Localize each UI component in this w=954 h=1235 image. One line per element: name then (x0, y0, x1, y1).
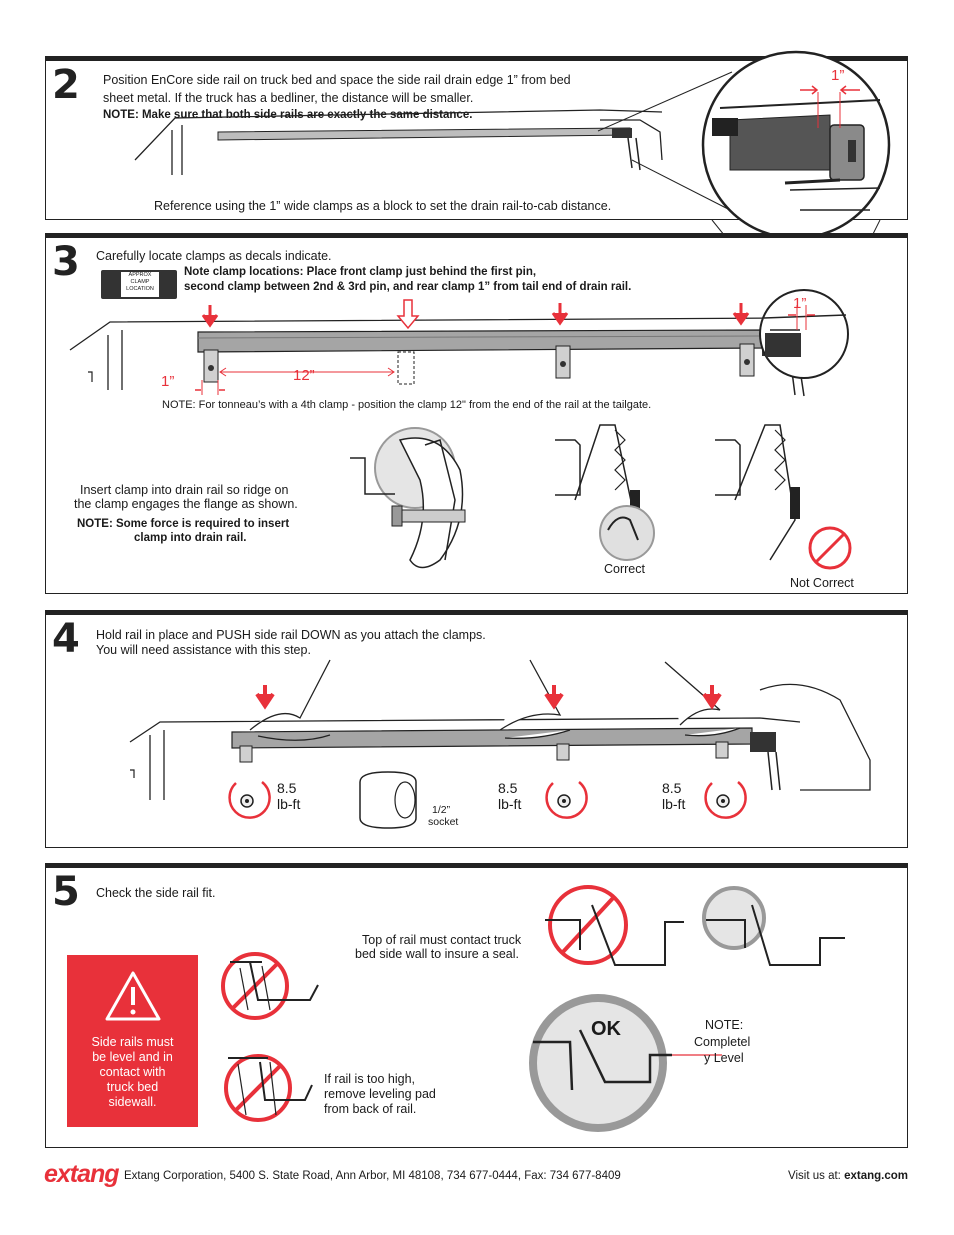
step-2-line1: Position EnCore side rail on truck bed a… (103, 73, 571, 87)
step-3-force-note-line2: clamp into drain rail. (134, 532, 247, 544)
torque-unit-3: lb-ft (662, 796, 686, 812)
socket-label: socket (428, 816, 459, 828)
socket-size: 1/2” (432, 804, 451, 816)
ok-label: OK (591, 1018, 621, 1040)
level-note-line3: y Level (704, 1051, 744, 1065)
footer-address: Extang Corporation, 5400 S. State Road, … (124, 1170, 621, 1182)
step-2-reference: Reference using the 1” wide clamps as a … (154, 199, 612, 213)
footer-visit: Visit us at: extang.com (788, 1170, 908, 1182)
step-2-line2: sheet metal. If the truck has a bedliner… (103, 91, 474, 105)
too-high-line2: remove leveling pad (324, 1087, 436, 1101)
torque-unit-1: lb-ft (277, 796, 301, 812)
warning-box: Side rails must be level and in contact … (67, 955, 198, 1127)
socket-icon (359, 771, 417, 829)
warning-triangle-icon (105, 971, 161, 1021)
step-3-note-line1: Note clamp locations: Place front clamp … (184, 266, 537, 278)
warning-line3: contact with (99, 1065, 166, 1079)
step-2-dimension-1-inch: 1” (831, 67, 845, 84)
level-note-line1: NOTE: (705, 1018, 744, 1032)
warning-line2: be level and in (92, 1050, 173, 1064)
extang-logo: extang (44, 1160, 120, 1188)
top-contact-line1: Top of rail must contact truck (362, 933, 522, 947)
step-number: 5 (52, 869, 80, 915)
step-3-intro: Carefully locate clamps as decals indica… (96, 249, 332, 263)
torque-rotation-icon (704, 781, 747, 819)
torque-unit-2: lb-ft (498, 796, 522, 812)
step-3-dimension-12-inch: 12” (293, 367, 315, 384)
too-high-line1: If rail is too high, (324, 1072, 416, 1086)
step-4-line1: Hold rail in place and PUSH side rail DO… (96, 628, 486, 642)
footer: extang Extang Corporation, 5400 S. State… (44, 1160, 908, 1190)
torque-rotation-icon (545, 781, 588, 819)
clamp-location-decal: APPROX CLAMP LOCATION (101, 270, 177, 299)
clamp-location-decal-text: APPROX CLAMP LOCATION (121, 272, 159, 297)
torque-value-1: 8.5 (277, 780, 297, 796)
torque-rotation-icon (228, 781, 271, 819)
step-3-dimension-1-inch: 1” (161, 373, 175, 390)
step-3-panel: 3 (45, 233, 908, 594)
footer-website-link[interactable]: extang.com (844, 1170, 908, 1182)
step-number: 3 (52, 239, 80, 285)
step-3-correct-label: Correct (604, 562, 645, 576)
step-number: 2 (52, 62, 80, 108)
footer-visit-prefix: Visit us at: (788, 1170, 841, 1182)
step-number: 4 (52, 616, 80, 662)
step-3-force-note-line1: NOTE: Some force is required to insert (77, 518, 290, 530)
step-3-insert-line1: Insert clamp into drain rail so ridge on (80, 483, 289, 497)
torque-value-2: 8.5 (498, 780, 518, 796)
step-4-panel: 4 (45, 610, 908, 848)
step-3-not-correct-label: Not Correct (790, 576, 854, 590)
step-3-note-line2: second clamp between 2nd & 3rd pin, and … (184, 281, 632, 293)
warning-line5: sidewall. (108, 1095, 157, 1109)
level-note-line2: Completel (694, 1035, 751, 1049)
top-contact-line2: bed side wall to insure a seal. (355, 947, 519, 961)
warning-line1: Side rails must (91, 1035, 174, 1049)
step-4-line2: You will need assistance with this step. (96, 643, 311, 657)
step-3-detail-dimension-1-inch: 1” (793, 295, 807, 312)
too-high-line3: from back of rail. (324, 1102, 417, 1116)
torque-value-3: 8.5 (662, 780, 682, 796)
step-3-fourth-clamp-note: NOTE: For tonneau’s with a 4th clamp - p… (162, 399, 652, 411)
step-3-insert-line2: the clamp engages the flange as shown. (74, 497, 298, 511)
warning-line4: truck bed (106, 1080, 159, 1094)
step-5-intro: Check the side rail fit. (96, 886, 216, 900)
